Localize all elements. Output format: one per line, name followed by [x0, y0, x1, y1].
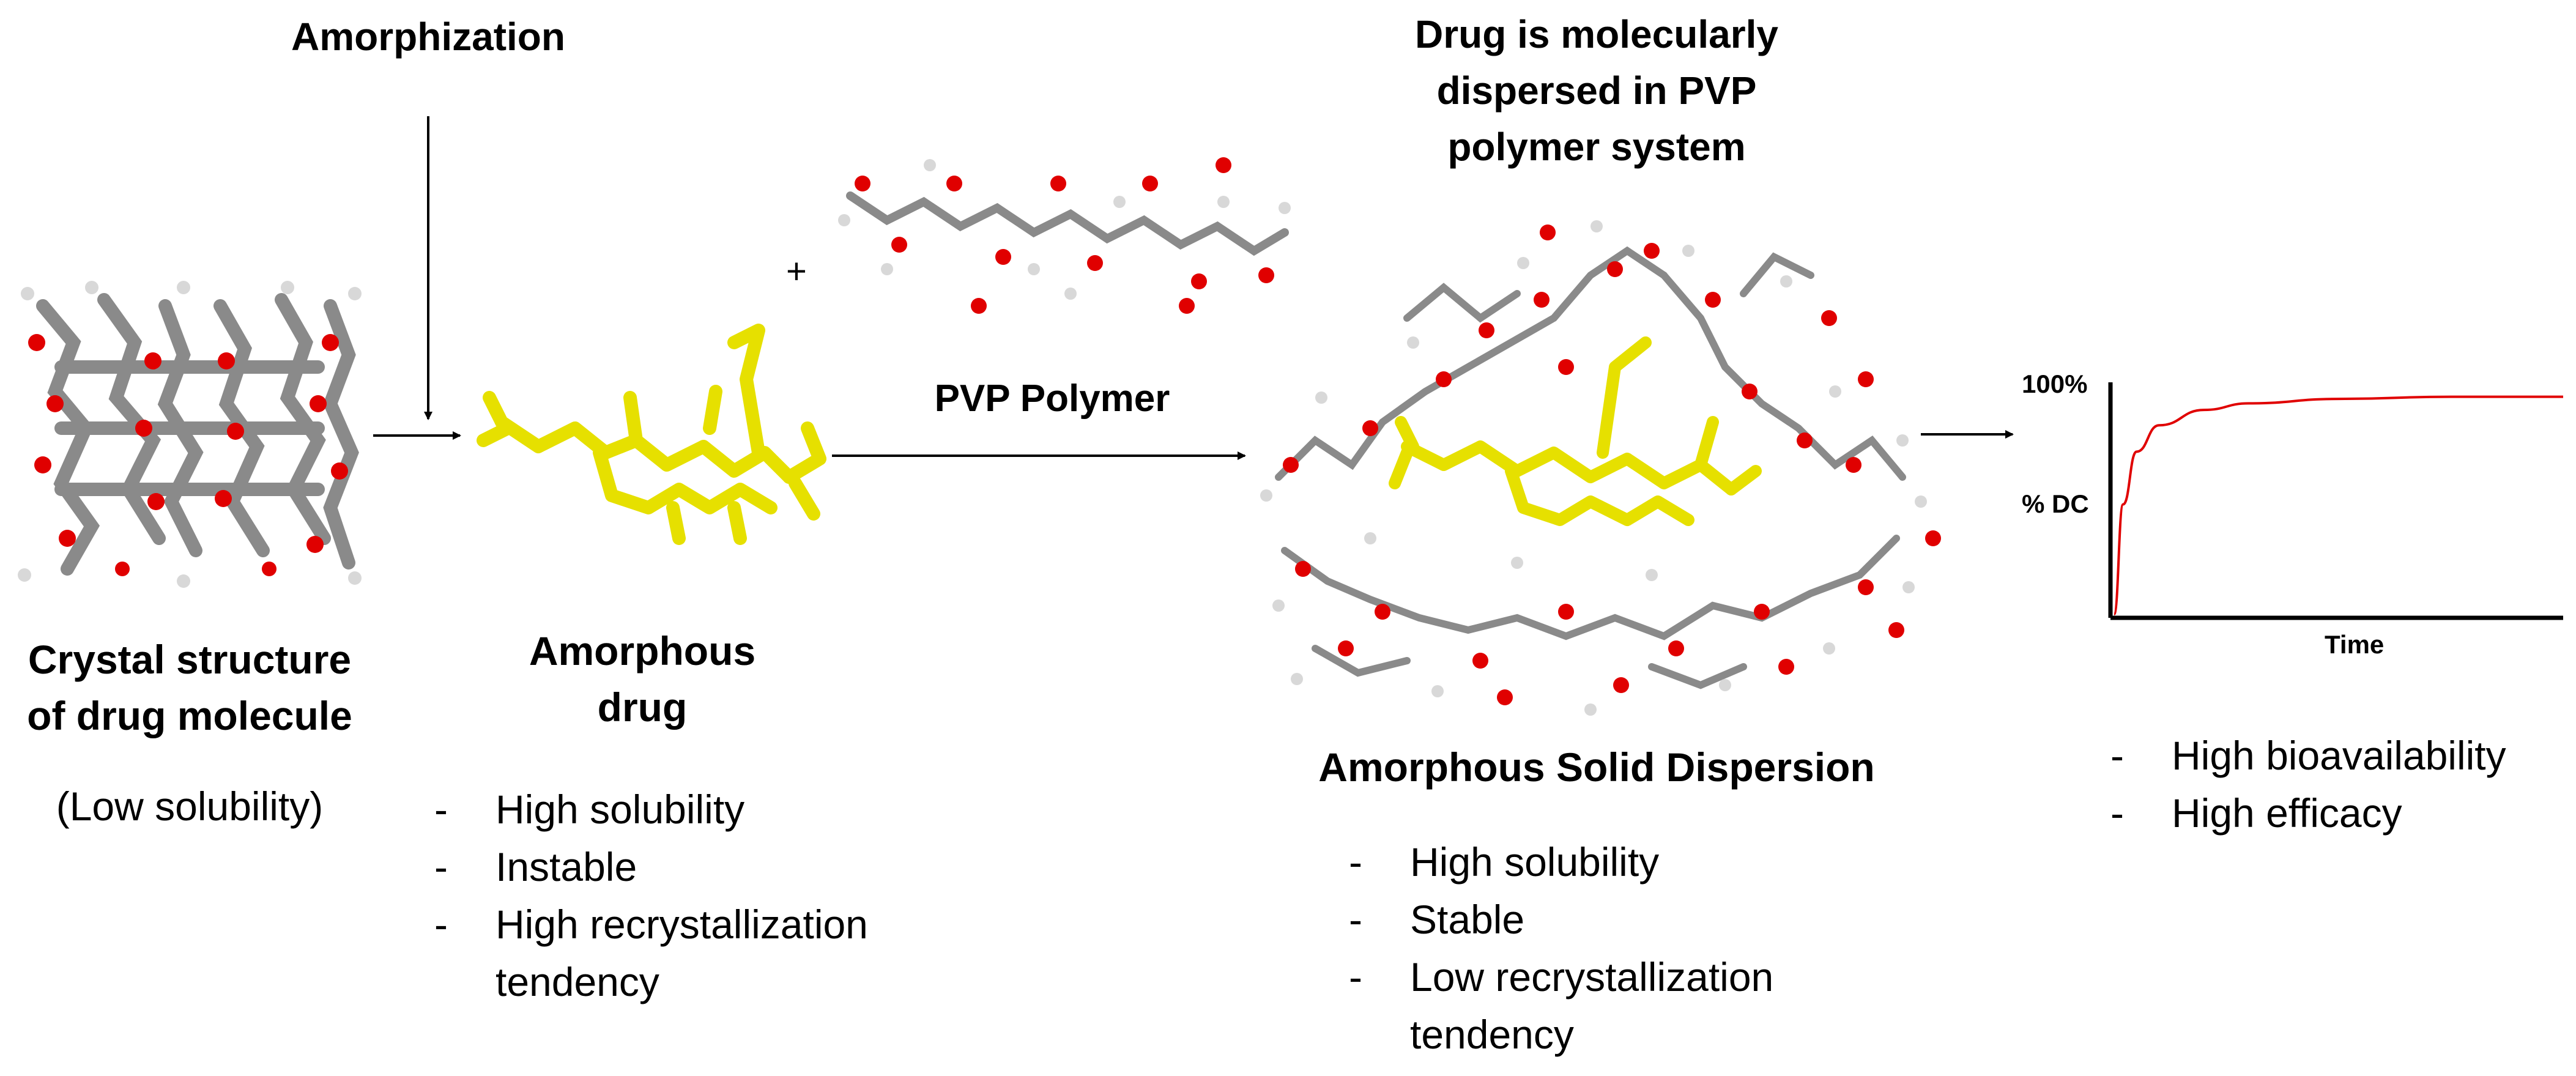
list-item: -Low recrystallization	[1349, 954, 1774, 1000]
list-item: -High bioavailability	[2110, 733, 2506, 778]
asd-title: Amorphous Solid Dispersion	[1318, 744, 1875, 790]
amorphous-drug-properties: -High solubility -Instable -High recryst…	[434, 781, 868, 1011]
crystal-title-line2: of drug molecule	[27, 693, 352, 738]
chart-x-axis-label: Time	[2325, 630, 2385, 659]
dispersed-caption-line2: dispersed in PVP	[1436, 69, 1757, 113]
crystal-structure-image	[18, 281, 362, 588]
chart-series-line	[2113, 395, 2563, 615]
list-item: tendency	[1410, 1012, 1574, 1057]
chart-y-tick-label: 100%	[2022, 369, 2088, 398]
crystal-structure-title: Crystal structure of drug molecule	[0, 631, 379, 744]
chart-y-axis-label: % DC	[2022, 489, 2089, 518]
dispersed-caption: Drug is molecularly dispersed in PVP pol…	[1321, 6, 1872, 175]
list-item: -Stable	[1349, 897, 1525, 942]
dispersed-caption-line1: Drug is molecularly	[1415, 12, 1778, 56]
amorphous-drug-title: Amorphous drug	[459, 623, 826, 735]
list-item: -High recrystallization	[434, 902, 868, 947]
list-item: -High efficacy	[2110, 790, 2402, 836]
asd-molecular-image	[1260, 220, 1941, 716]
amorphous-title-line1: Amorphous	[529, 628, 756, 673]
list-item: -High solubility	[434, 787, 745, 832]
pvp-polymer-image	[838, 157, 1291, 314]
crystal-title-line1: Crystal structure	[28, 637, 352, 682]
amorphous-drug-molecule	[477, 324, 826, 545]
dissolution-chart	[2108, 382, 2563, 620]
amorphous-title-line2: drug	[597, 685, 688, 730]
list-item: tendency	[496, 959, 659, 1004]
amorphization-label: Amorphization	[291, 15, 565, 59]
pvp-polymer-label: PVP Polymer	[934, 377, 1170, 420]
list-item: -Instable	[434, 844, 637, 889]
asd-properties: -High solubility -Stable -Low recrystall…	[1349, 833, 1773, 1063]
plus-sign: +	[786, 251, 807, 291]
outcome-properties: -High bioavailability -High efficacy	[2110, 727, 2506, 842]
crystal-solubility-note: (Low solubility)	[56, 784, 324, 829]
list-item: -High solubility	[1349, 839, 1660, 885]
dispersed-caption-line3: polymer system	[1447, 125, 1746, 169]
